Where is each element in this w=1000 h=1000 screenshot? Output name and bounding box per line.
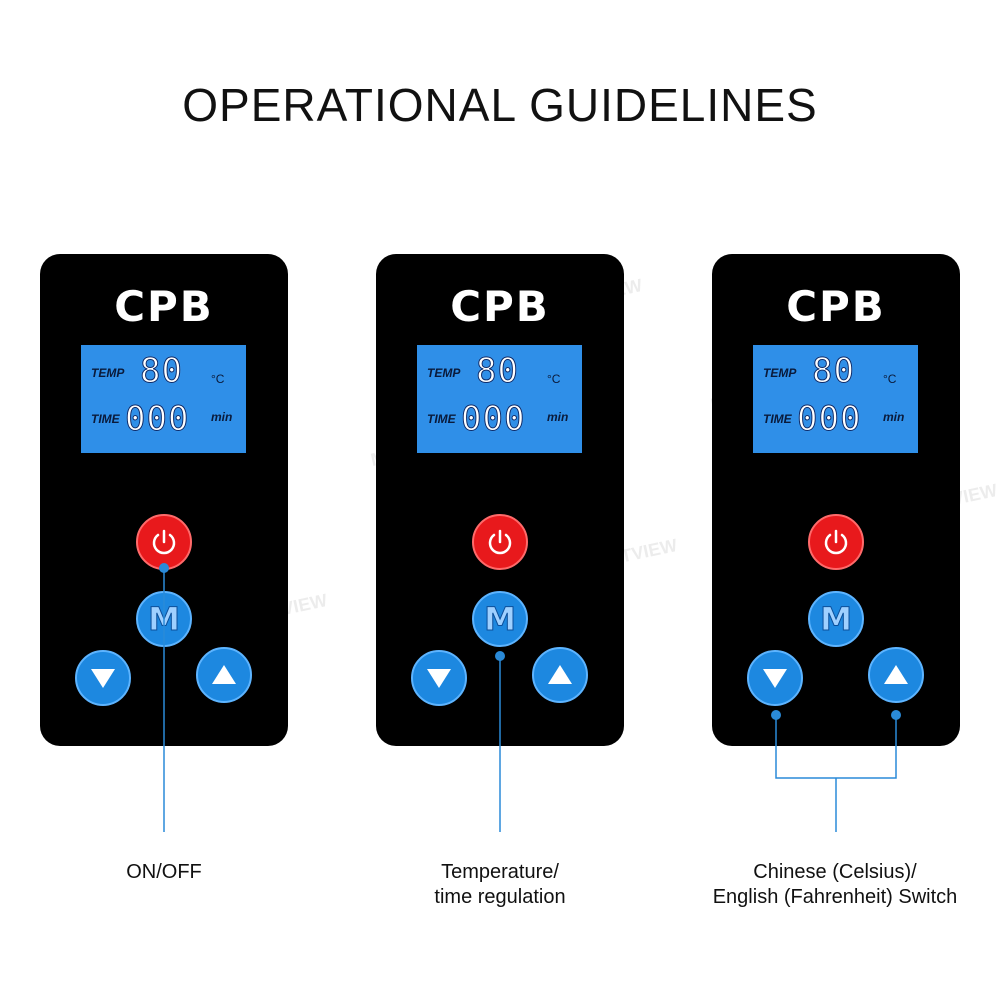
time-label: TIME [763, 412, 792, 426]
temp-unit: °C [547, 372, 561, 386]
callout-dot [891, 710, 901, 720]
power-icon [824, 529, 848, 555]
mode-button-label: M [820, 600, 853, 639]
temp-value: 80 [476, 351, 519, 392]
power-icon [488, 529, 512, 555]
control-panel-unit-switch: CPB TEMP 80 °C TIME 000 min M [712, 254, 960, 746]
time-unit: min [547, 410, 569, 424]
brand-logo: CPB [114, 282, 214, 331]
triangle-up-icon [212, 665, 236, 684]
power-button[interactable] [808, 514, 864, 570]
temp-unit: °C [883, 372, 897, 386]
temp-label: TEMP [763, 366, 797, 380]
control-panel-temp-time: CPB TEMP 80 °C TIME 000 min M [376, 254, 624, 746]
power-icon [152, 529, 176, 555]
temp-value: 80 [812, 351, 855, 392]
time-unit: min [883, 410, 905, 424]
control-panel-on-off: CPB TEMP 80 °C TIME 000 min M [40, 254, 288, 746]
up-button[interactable] [868, 647, 924, 703]
mode-button[interactable]: M [472, 591, 528, 647]
lcd-display: TEMP 80 °C TIME 000 min [753, 345, 918, 453]
up-button[interactable] [532, 647, 588, 703]
callout-dot [495, 651, 505, 661]
up-button[interactable] [196, 647, 252, 703]
down-button[interactable] [411, 650, 467, 706]
brand-logo: CPB [786, 282, 886, 331]
caption-unit-switch: Chinese (Celsius)/ English (Fahrenheit) … [680, 860, 990, 910]
caption-unit-switch-line2: English (Fahrenheit) Switch [712, 886, 958, 908]
time-value: 000 [460, 399, 526, 440]
mode-button[interactable]: M [808, 591, 864, 647]
caption-temp-time-line2: time regulation [434, 886, 566, 908]
time-unit: min [211, 410, 233, 424]
temp-unit: °C [211, 372, 225, 386]
brand-logo: CPB [450, 282, 550, 331]
lcd-display: TEMP 80 °C TIME 000 min [81, 345, 246, 453]
lcd-display: TEMP 80 °C TIME 000 min [417, 345, 582, 453]
time-label: TIME [427, 412, 456, 426]
time-value: 000 [124, 399, 190, 440]
triangle-down-icon [91, 669, 115, 688]
caption-on-off: ON/OFF [64, 860, 264, 885]
temp-label: TEMP [91, 366, 125, 380]
time-value: 000 [796, 399, 862, 440]
down-button[interactable] [75, 650, 131, 706]
callout-dot [771, 710, 781, 720]
temp-label: TEMP [427, 366, 461, 380]
page-title: OPERATIONAL GUIDELINES [182, 79, 818, 131]
power-button[interactable] [472, 514, 528, 570]
triangle-down-icon [427, 669, 451, 688]
triangle-down-icon [763, 669, 787, 688]
triangle-up-icon [548, 665, 572, 684]
time-label: TIME [91, 412, 120, 426]
callout-bracket-switch [775, 715, 897, 779]
power-button[interactable] [136, 514, 192, 570]
temp-value: 80 [140, 351, 183, 392]
down-button[interactable] [747, 650, 803, 706]
callout-dot [159, 563, 169, 573]
caption-temp-time: Temperature/ time regulation [380, 860, 620, 910]
mode-button-label: M [484, 600, 517, 639]
triangle-up-icon [884, 665, 908, 684]
caption-temp-time-line1: Temperature/ [441, 861, 559, 883]
caption-on-off-text: ON/OFF [126, 861, 202, 883]
caption-unit-switch-line1: Chinese (Celsius)/ [753, 861, 917, 883]
